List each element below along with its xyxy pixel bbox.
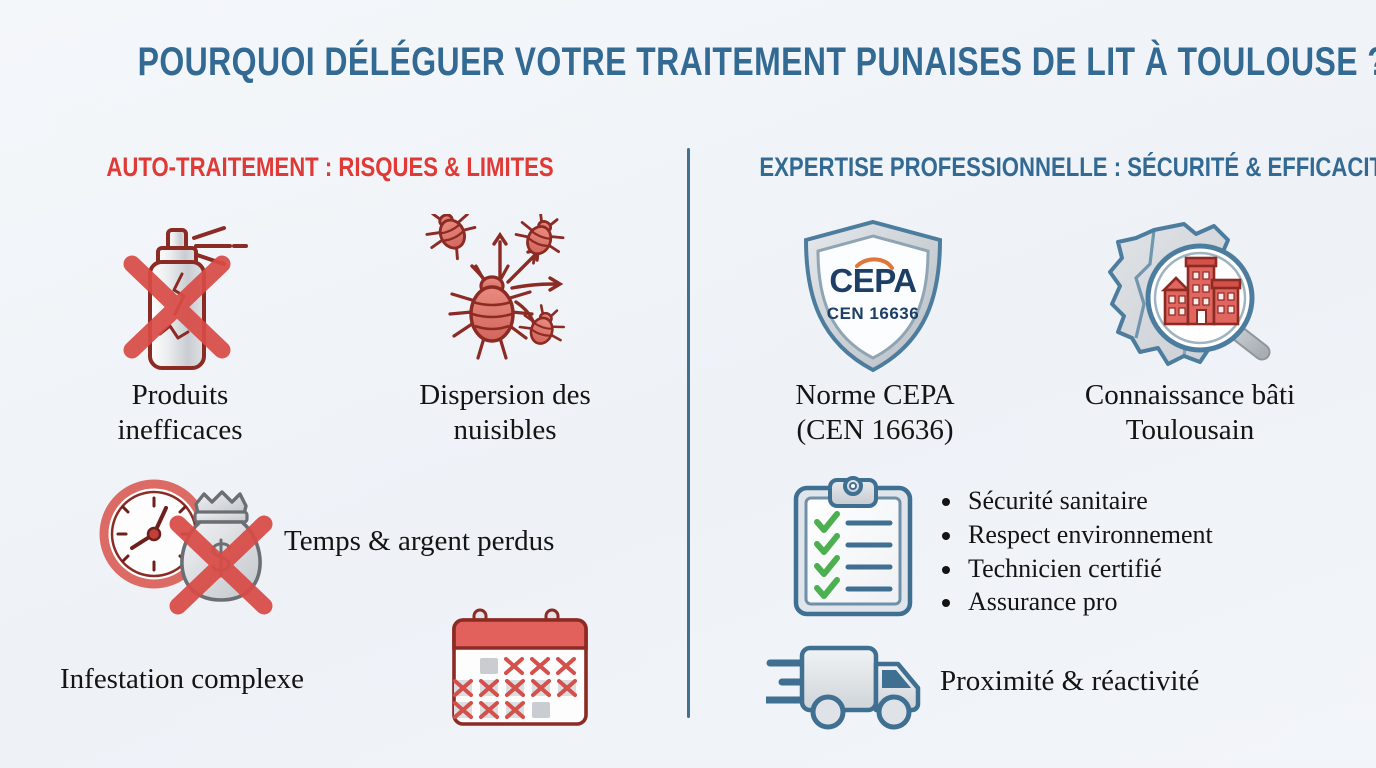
clock-money-bag-crossed-out-icon <box>96 472 276 617</box>
label-line-1: Norme CEPA <box>795 379 955 411</box>
clipboard-checklist-icon <box>788 472 918 620</box>
label-norme-cepa: Norme CEPA (CEN 16636) <box>730 378 1020 448</box>
left-column-heading: AUTO-TRAITEMENT : RISQUES & LIMITES <box>106 152 554 182</box>
label-dispersion-des-nuisibles: Dispersion des nuisibles <box>360 378 650 448</box>
label-line-1: Produits <box>131 379 229 411</box>
delivery-truck-icon <box>762 638 931 730</box>
label-connaissance-bati: Connaissance bâti Toulousain <box>1040 378 1340 448</box>
label-proximite-reactivite: Proximité & réactivité <box>940 665 1200 697</box>
label-temps-argent-perdus: Temps & argent perdus <box>284 525 555 557</box>
bedbugs-dispersing-icon <box>416 204 591 374</box>
cepa-badge-name: CEPA <box>829 262 916 299</box>
label-line-2: inefficaces <box>117 413 243 446</box>
label-produits-inefficaces: Produits inefficaces <box>40 378 320 448</box>
benefits-bullet-list: Sécurité sanitaire Respect environnement… <box>938 484 1213 619</box>
spray-can-crossed-out-icon <box>112 222 262 377</box>
cepa-badge-standard: CEN 16636 <box>827 304 919 323</box>
label-infestation-complexe: Infestation complexe <box>60 663 304 695</box>
label-line-1: Dispersion des <box>419 379 591 411</box>
map-magnifier-buildings-icon <box>1092 220 1292 376</box>
right-column-heading: EXPERTISE PROFESSIONNELLE : SÉCURITÉ & E… <box>759 152 1376 182</box>
list-item: Sécurité sanitaire <box>964 484 1213 518</box>
column-divider <box>687 148 690 718</box>
label-line-2: Toulousain <box>1125 413 1255 446</box>
list-item: Technicien certifié <box>964 552 1213 586</box>
calendar-crosses-icon <box>446 608 596 728</box>
list-item: Respect environnement <box>964 518 1213 552</box>
label-line-2: (CEN 16636) <box>796 413 954 446</box>
list-item: Assurance pro <box>964 585 1213 619</box>
cepa-shield-badge-icon: CEPA CEN 16636 <box>798 218 948 374</box>
label-line-1: Connaissance bâti <box>1084 379 1296 411</box>
page-title: POURQUOI DÉLÉGUER VOTRE TRAITEMENT PUNAI… <box>137 40 1376 84</box>
label-line-2: nuisibles <box>453 413 557 446</box>
